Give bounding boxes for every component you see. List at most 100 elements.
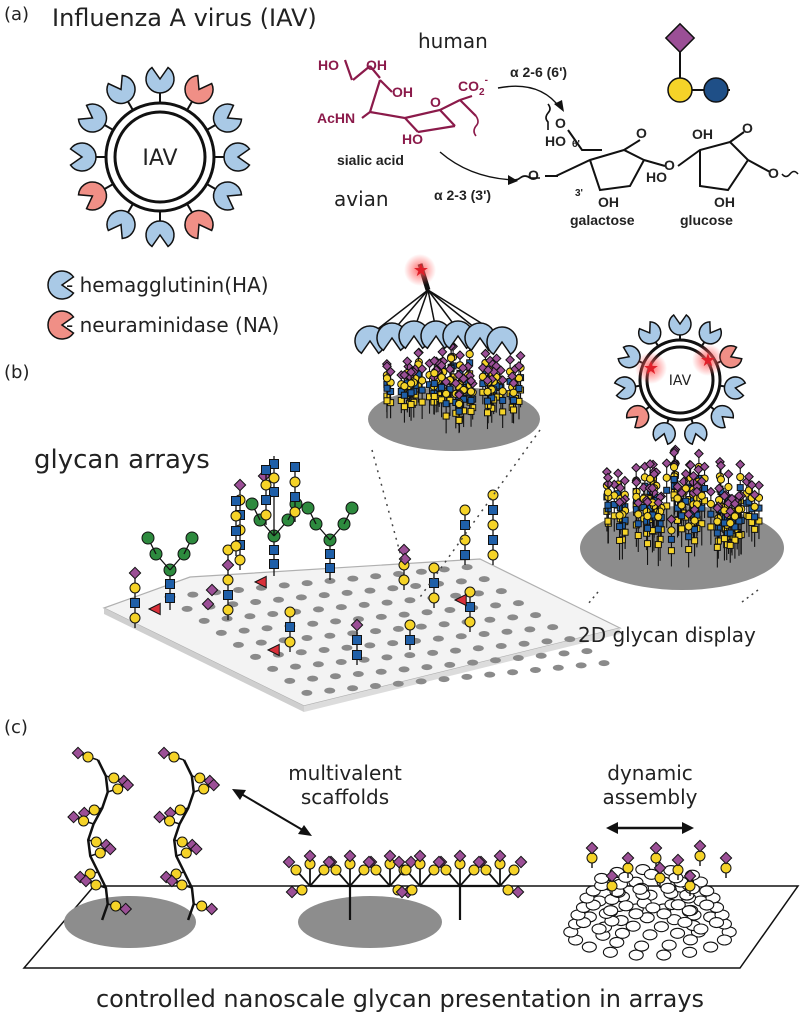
array-spot: [490, 602, 502, 609]
array-spot: [415, 568, 427, 575]
glcnac-square: [755, 517, 763, 525]
linkage-26-label: α 2-6 (6'): [510, 64, 567, 80]
chem-o-end: O: [768, 165, 779, 181]
array-spot: [495, 643, 507, 649]
sialic-acid-diamond: [402, 356, 413, 367]
sialic-acid-diamond: [669, 447, 680, 458]
glcnac-square: [352, 635, 362, 645]
array-spot: [295, 594, 307, 601]
array-spot: [404, 597, 416, 604]
monosaccharide-circle: [428, 864, 440, 876]
glcnac-square: [418, 398, 426, 406]
glcnac-square: [165, 593, 175, 603]
glcnac-square: [460, 520, 470, 530]
glcnac-square: [751, 525, 759, 533]
array-spot: [312, 606, 324, 613]
sialic-acid-diamond: [705, 486, 716, 497]
galactose-icon: [667, 77, 693, 103]
monosaccharide-circle: [301, 501, 315, 515]
monosaccharide-circle: [358, 864, 370, 876]
array-spot: [244, 613, 256, 620]
sialic-acid-diamond: [605, 869, 619, 883]
array-spot: [290, 663, 302, 670]
monosaccharide-circle: [634, 510, 643, 519]
array-spot: [335, 659, 347, 665]
sialic-acid-diamond: [507, 371, 518, 382]
array-spot: [438, 621, 450, 628]
monosaccharide-circle: [487, 549, 499, 561]
human-label: human: [418, 29, 488, 53]
array-spot: [324, 577, 336, 584]
array-spot: [495, 588, 507, 595]
glcnac-square: [405, 635, 415, 645]
monosaccharide-circle: [82, 751, 94, 763]
sialic-acid-diamond: [505, 354, 516, 365]
amphiphile-sphere: [645, 902, 661, 914]
sialic-acid-diamond: [472, 855, 486, 869]
monosaccharide-circle: [129, 582, 141, 594]
monosaccharide-circle: [514, 374, 524, 383]
sialic-acid-diamond: [436, 360, 447, 371]
sialic-acid-diamond: [735, 459, 746, 470]
sialic-acid-diamond: [688, 470, 699, 481]
array-spot: [301, 689, 313, 696]
array-spot: [467, 659, 479, 666]
glcnac-square: [691, 526, 699, 534]
ha-spike: [698, 321, 722, 345]
array-spot: [427, 649, 439, 656]
sialic-acid-diamond: [734, 490, 744, 501]
monosaccharide-circle: [509, 388, 518, 397]
ha-spike: [638, 321, 662, 345]
monosaccharide-circle: [290, 864, 302, 876]
sialic-acid-diamond: [458, 373, 469, 384]
avian-label: avian: [334, 187, 389, 211]
amphiphile-sphere: [699, 899, 715, 911]
sialic-acid-diamond: [480, 348, 491, 359]
sialic-acid-diamond: [715, 460, 726, 471]
monosaccharide-circle: [446, 354, 456, 363]
monosaccharide-circle: [454, 399, 464, 409]
array-spot: [324, 632, 336, 639]
glcnac-square: [736, 484, 744, 492]
fluorescent-glow: [635, 352, 667, 384]
monosaccharide-circle: [669, 463, 679, 472]
glcnac-square: [429, 578, 439, 588]
array-spot: [364, 587, 376, 594]
multivalent-label: multivalent: [288, 761, 402, 785]
polymer-fibers: [67, 746, 221, 921]
monosaccharide-circle: [716, 475, 726, 484]
amphiphile-sphere: [670, 927, 686, 939]
fluor-star: ★: [643, 358, 659, 379]
glcnac-square: [269, 545, 279, 555]
monosaccharide-circle: [677, 501, 686, 510]
monosaccharide-circle: [684, 880, 696, 892]
monosaccharide-circle: [502, 884, 514, 896]
monosaccharide-circle: [713, 517, 722, 526]
glcnac-square: [748, 518, 756, 526]
sialic-acid-diamond: [693, 464, 704, 475]
glcnac-square: [644, 540, 652, 548]
array-spot: [352, 671, 364, 677]
sialic-acid-diamond: [609, 479, 620, 490]
glcnac-square: [616, 536, 624, 544]
glucose-label: glucose: [680, 212, 733, 228]
array-spot: [364, 642, 376, 649]
chem-oh-1: OH: [366, 57, 387, 73]
monosaccharide-circle: [234, 554, 246, 566]
amphiphile-sphere: [618, 900, 634, 912]
sialic-acid-diamond: [638, 482, 649, 493]
glcnac-square: [678, 512, 686, 520]
array-spot: [450, 592, 462, 599]
array-spot: [233, 587, 245, 593]
monosaccharide-circle: [465, 349, 474, 359]
sialic-acid-diamond: [649, 469, 660, 479]
display-label: 2D glycan display: [578, 623, 756, 647]
chem-ho-glc: HO: [646, 169, 667, 185]
sialic-acid-diamond: [67, 810, 80, 824]
glcnac-square: [442, 400, 450, 408]
legend-ha-icon: [47, 270, 75, 300]
virus-a-diagram: IAV: [69, 66, 251, 248]
glcnac-square: [698, 504, 706, 512]
glcnac-square: [707, 510, 715, 518]
monosaccharide-circle: [720, 862, 732, 874]
